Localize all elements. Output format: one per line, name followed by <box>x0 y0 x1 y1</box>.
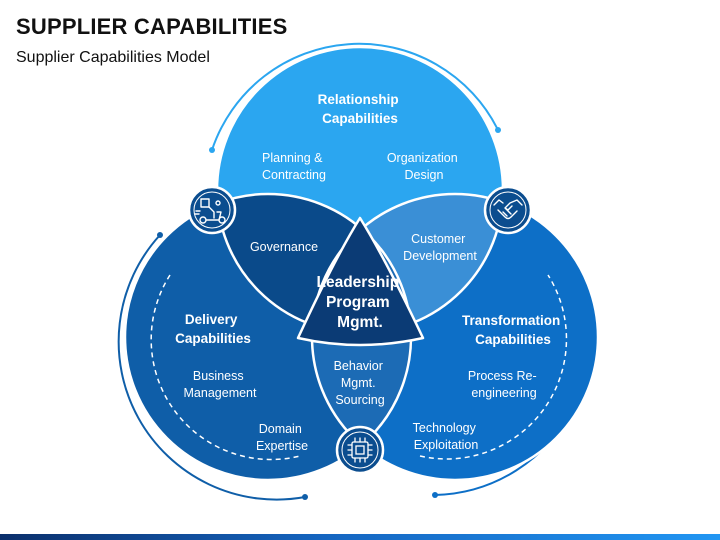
center-triangle <box>296 216 425 347</box>
process-reengineering-label: Process Re- engineering <box>468 369 540 400</box>
planning-label: Planning & Contracting <box>262 151 326 182</box>
arc-left-dot-bottom <box>302 494 308 500</box>
technology-exploitation-label: Technology Exploitation <box>413 421 480 452</box>
page-subtitle: Supplier Capabilities Model <box>16 49 210 66</box>
page-title: SUPPLIER CAPABILITIES <box>16 14 288 39</box>
domain-expertise-label: Domain Expertise <box>256 422 308 453</box>
arc-left <box>117 234 306 501</box>
footer-accent-bar <box>0 534 720 540</box>
dashed-arc-left <box>150 274 301 461</box>
center-label: Leadership Program Mgmt. <box>316 274 403 331</box>
behavior-label: Behavior Mgmt. Sourcing <box>334 359 387 407</box>
arc-top <box>211 42 499 151</box>
governance-label: Governance <box>250 240 318 254</box>
relationship-title: Relationship Capabilities <box>318 92 403 126</box>
arc-top-dot-right <box>495 127 501 133</box>
business-management-label: Business Management <box>184 369 257 400</box>
handshake-icon <box>483 185 533 235</box>
delivery-title: Delivery Capabilities <box>175 312 251 346</box>
arc-top-dot-left <box>209 147 215 153</box>
transformation-title: Transformation Capabilities <box>462 313 564 347</box>
arc-right-dot-bottom <box>432 492 438 498</box>
customer-development-label: Customer Development <box>403 232 477 263</box>
delivery-scooter-icon <box>187 185 237 235</box>
arc-left-dot-top <box>157 232 163 238</box>
microchip-icon <box>335 425 385 475</box>
organization-label: Organization Design <box>387 151 461 182</box>
